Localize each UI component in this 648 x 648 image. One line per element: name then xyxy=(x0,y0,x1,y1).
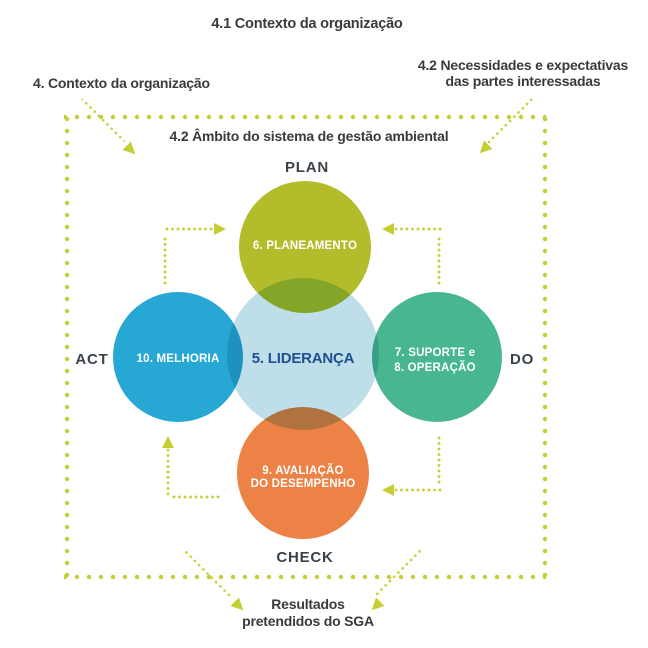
leadership-circle xyxy=(227,278,379,430)
needs-label-line1: 4.2 Necessidades e expectativas xyxy=(417,57,629,73)
act-label: ACT xyxy=(75,351,109,368)
check-to-act-arrowhead-icon xyxy=(162,436,174,448)
context-label: 4. Contexto da organização xyxy=(33,75,210,91)
act-to-plan-arrow-vertical xyxy=(162,236,168,286)
support-label-line1: 7. SUPORTE e xyxy=(394,347,476,359)
support-label-line2: 8. OPERAÇÃO xyxy=(394,362,476,374)
evaluation-label-line2: DO DESEMPENHO xyxy=(250,478,356,490)
check-label: CHECK xyxy=(276,549,334,566)
evaluation-circle-label: 9. AVALIAÇÃO DO DESEMPENHO xyxy=(237,465,369,491)
needs-label: 4.2 Necessidades e expectativas das part… xyxy=(408,57,638,89)
needs-label-line2: das partes interessadas xyxy=(445,72,601,89)
planning-circle-label: 6. PLANEAMENTO xyxy=(252,240,358,252)
do-to-check-arrow-horizontal xyxy=(394,487,442,493)
do-to-plan-arrow-vertical xyxy=(436,236,442,286)
do-to-plan-arrowhead-icon xyxy=(382,223,394,235)
evaluation-circle xyxy=(237,407,369,539)
dotted-boundary-top xyxy=(64,113,546,121)
page-title: 4.1 Contexto da organização xyxy=(211,16,403,32)
results-label-line1: Resultados xyxy=(271,596,345,612)
improvement-circle-label: 10. MELHORIA xyxy=(136,353,220,365)
dotted-boundary-bottom xyxy=(64,573,546,581)
plan-label: PLAN xyxy=(284,159,330,176)
dotted-boundary-left xyxy=(63,113,71,581)
do-to-check-arrowhead-icon xyxy=(382,484,394,496)
results-label-line2: pretendidos do SGA xyxy=(242,613,374,629)
improvement-circle xyxy=(113,292,243,422)
support-operation-circle-label: 7. SUPORTE e 8. OPERAÇÃO xyxy=(370,346,500,376)
act-to-plan-arrow-horizontal xyxy=(164,226,214,232)
check-to-act-arrow-horizontal xyxy=(170,494,222,500)
do-label: DO xyxy=(509,351,535,368)
act-to-plan-arrowhead-icon xyxy=(214,223,226,235)
do-to-check-arrow-vertical xyxy=(436,436,442,484)
check-to-act-arrow-vertical xyxy=(165,448,171,496)
scope-label: 4.2 Âmbito do sistema de gestão ambienta… xyxy=(169,128,449,144)
results-label: Resultados pretendidos do SGA xyxy=(218,596,398,630)
evaluation-label-line1: 9. AVALIAÇÃO xyxy=(262,465,344,477)
do-to-plan-arrow-horizontal xyxy=(394,226,442,232)
context-arrowhead-icon xyxy=(122,141,140,159)
dotted-boundary-right xyxy=(541,113,549,581)
leadership-circle-label: 5. LIDERANÇA xyxy=(251,350,355,367)
support-operation-circle xyxy=(372,292,502,422)
